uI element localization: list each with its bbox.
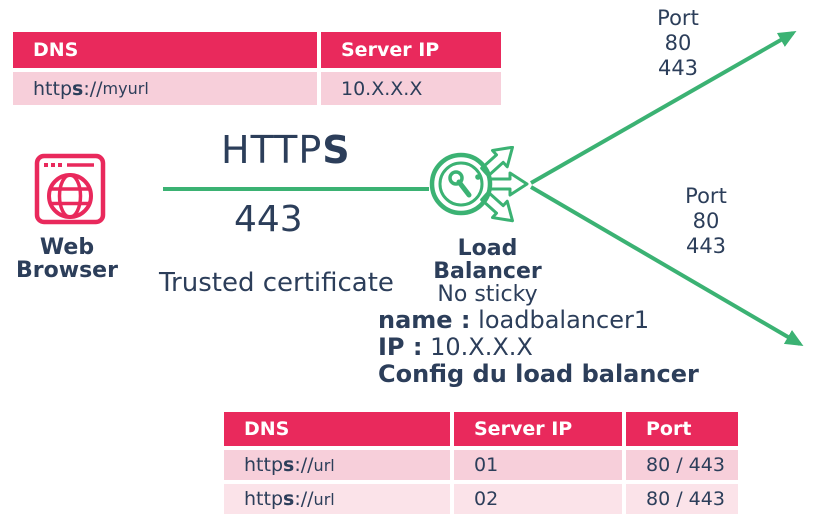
url-host: url xyxy=(313,489,335,509)
config-name-label: name : xyxy=(378,306,471,334)
load-balancer-label: Load Balancer No sticky xyxy=(400,237,575,306)
dns-table-bottom-header-port: Port xyxy=(626,412,738,446)
web-browser-label: Web Browser xyxy=(6,236,128,282)
load-balancer-config: name : loadbalancer1 IP : 10.X.X.X Confi… xyxy=(378,307,699,388)
route-top-port-443: 443 xyxy=(657,56,699,80)
dns-table-top-header-dns: DNS xyxy=(13,32,317,68)
config-name-value: loadbalancer1 xyxy=(478,306,650,334)
dns-table-bottom-row1-serverip: 01 xyxy=(454,450,622,480)
url-s-bold: s xyxy=(283,488,295,510)
web-browser-label-line1: Web xyxy=(39,235,95,260)
route-bottom-port-word: Port xyxy=(685,184,727,208)
route-bottom-port-80: 80 xyxy=(692,209,720,233)
web-browser-icon xyxy=(34,153,106,225)
dns-table-top-cell-serverip: 10.X.X.X xyxy=(321,72,501,105)
protocol-regular: HTTP xyxy=(221,128,323,172)
url-separator: :// xyxy=(83,77,103,100)
route-bottom-ports-label: Port 80 443 xyxy=(664,184,748,259)
config-name-line: name : loadbalancer1 xyxy=(378,307,699,334)
dns-table-bottom-row2-port: 80 / 443 xyxy=(626,484,738,514)
url-prefix: http xyxy=(33,77,73,100)
dns-table-bottom-header-serverip: Server IP xyxy=(454,412,622,446)
url-prefix: http xyxy=(244,488,284,510)
route-top-port-word: Port xyxy=(657,6,699,30)
lb-to-server1-arrow xyxy=(530,31,797,185)
lb-to-server2-arrow xyxy=(529,185,804,347)
dns-table-top-header-serverip: Server IP xyxy=(321,32,501,68)
url-s-bold: s xyxy=(72,77,84,100)
dns-table-bottom-row2-serverip: 02 xyxy=(454,484,622,514)
protocol-label: HTTPS xyxy=(221,128,351,172)
dns-table-bottom-header-dns: DNS xyxy=(224,412,450,446)
route-top-ports-label: Port 80 443 xyxy=(636,6,720,81)
load-balancer-title: Load Balancer xyxy=(433,236,542,284)
port-443-label: 443 xyxy=(234,199,303,240)
dns-table-bottom-row1-port: 80 / 443 xyxy=(626,450,738,480)
trusted-certificate-label: Trusted certificate xyxy=(159,268,394,298)
load-balancer-subtitle: No sticky xyxy=(437,282,538,307)
config-ip-line: IP : 10.X.X.X xyxy=(378,334,699,361)
url-separator: :// xyxy=(294,488,314,510)
url-host: myurl xyxy=(102,79,149,98)
config-title: Config du load balancer xyxy=(378,360,699,388)
config-ip-label: IP : xyxy=(378,333,423,361)
url-prefix: http xyxy=(244,454,284,476)
url-host: url xyxy=(313,455,335,475)
protocol-bold-s: S xyxy=(322,128,351,172)
url-separator: :// xyxy=(294,454,314,476)
route-bottom-port-443: 443 xyxy=(685,234,727,258)
route-top-port-80: 80 xyxy=(664,31,692,55)
load-balancer-icon xyxy=(429,146,529,223)
web-browser-label-line2: Browser xyxy=(16,258,118,283)
config-ip-value: 10.X.X.X xyxy=(430,333,533,361)
url-s-bold: s xyxy=(283,454,295,476)
